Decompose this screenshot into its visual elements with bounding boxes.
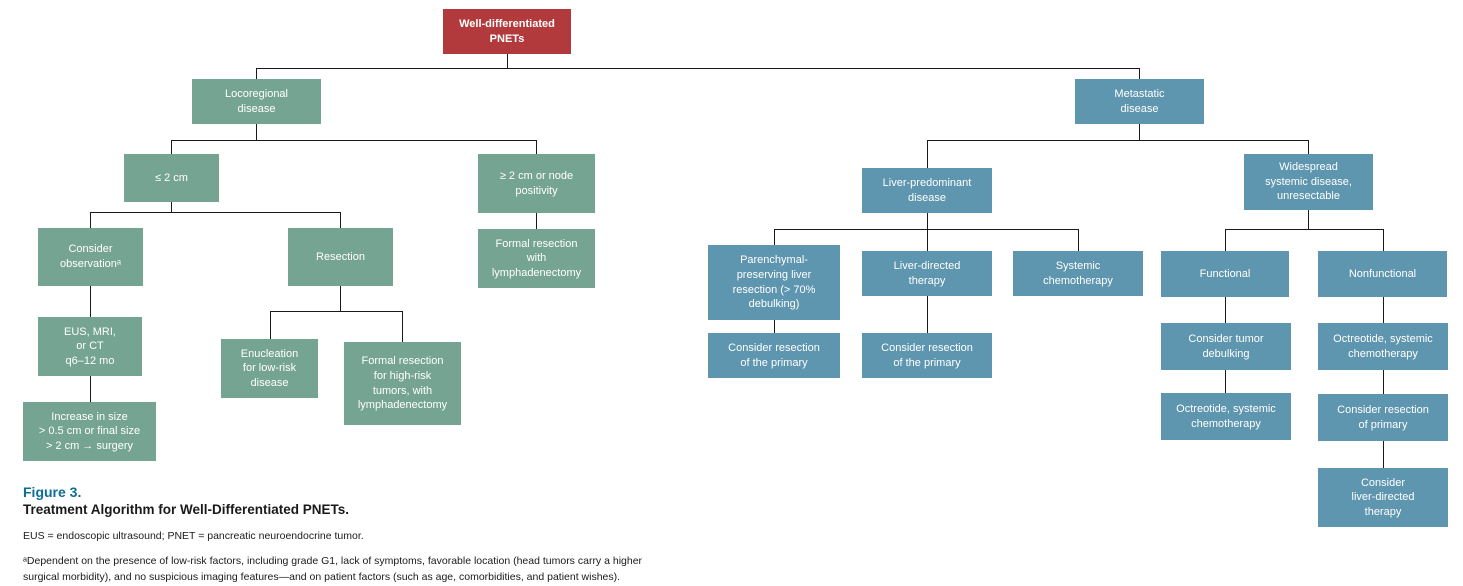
- node-consider-tumor-debulking: Consider tumor debulking: [1161, 323, 1291, 370]
- node-metastatic-disease: Metastatic disease: [1075, 79, 1204, 124]
- connector: [171, 140, 172, 154]
- node-functional: Functional: [1161, 251, 1289, 297]
- connector: [927, 140, 1309, 141]
- connector: [171, 140, 537, 141]
- connector: [90, 376, 91, 402]
- connector: [927, 213, 928, 229]
- connector: [1139, 68, 1140, 79]
- connector: [90, 286, 91, 317]
- connector: [340, 286, 341, 311]
- connector: [1225, 229, 1383, 230]
- connector: [90, 212, 340, 213]
- connector: [171, 202, 172, 212]
- figure-abbreviations: EUS = endoscopic ultrasound; PNET = panc…: [23, 530, 364, 542]
- connector: [1225, 297, 1226, 323]
- connector: [1078, 229, 1079, 251]
- connector: [1225, 229, 1226, 251]
- connector: [402, 311, 403, 342]
- node-enucleation-low-risk: Enucleation for low-risk disease: [221, 339, 318, 398]
- node-locoregional-disease: Locoregional disease: [192, 79, 321, 124]
- connector: [90, 212, 91, 228]
- figure-footnote: ᵃDependent on the presence of low-risk f…: [23, 555, 643, 584]
- node-eus-mri-ct-surveillance: EUS, MRI, or CT q6–12 mo: [38, 317, 142, 376]
- node-consider-liver-directed-therapy: Consider liver-directed therapy: [1318, 468, 1448, 527]
- node-systemic-chemotherapy: Systemic chemotherapy: [1013, 251, 1143, 296]
- connector: [1383, 370, 1384, 394]
- connector: [340, 212, 341, 228]
- node-nonfunctional: Nonfunctional: [1318, 251, 1447, 297]
- node-octreotide-systemic-chemo-functional: Octreotide, systemic chemotherapy: [1161, 393, 1291, 440]
- node-le-2cm: ≤ 2 cm: [124, 154, 219, 202]
- node-consider-resection-of-primary: Consider resection of primary: [1318, 394, 1448, 441]
- node-consider-observation: Consider observationᵃ: [38, 228, 143, 286]
- connector: [1308, 140, 1309, 154]
- connector: [507, 54, 508, 68]
- figure-label: Figure 3.: [23, 484, 82, 500]
- node-octreotide-systemic-chemo-nonfunctional: Octreotide, systemic chemotherapy: [1318, 323, 1448, 370]
- figure-title: Treatment Algorithm for Well-Differentia…: [23, 502, 350, 517]
- connector: [536, 213, 537, 229]
- node-well-differentiated-pnets: Well-differentiated PNETs: [443, 9, 571, 54]
- connector: [256, 68, 257, 79]
- figure-caption: Figure 3. Treatment Algorithm for Well-D…: [23, 484, 671, 586]
- connector: [1225, 370, 1226, 393]
- node-ge-2cm-or-node-positivity: ≥ 2 cm or node positivity: [478, 154, 595, 213]
- connector: [927, 296, 928, 333]
- node-consider-resection-of-the-primary-1: Consider resection of the primary: [708, 333, 840, 378]
- connector: [256, 68, 1140, 69]
- connector: [1383, 229, 1384, 251]
- connector: [927, 140, 928, 168]
- node-liver-predominant-disease: Liver-predominant disease: [862, 168, 992, 213]
- node-formal-resection-high-risk: Formal resection for high-risk tumors, w…: [344, 342, 461, 425]
- node-formal-resection-with-lymphadenectomy: Formal resection with lymphadenectomy: [478, 229, 595, 288]
- node-resection: Resection: [288, 228, 393, 286]
- connector: [1383, 441, 1384, 468]
- connector: [1383, 297, 1384, 323]
- node-consider-resection-of-the-primary-2: Consider resection of the primary: [862, 333, 992, 378]
- connector: [774, 229, 775, 245]
- node-parenchymal-preserving-resection: Parenchymal- preserving liver resection …: [708, 245, 840, 320]
- connector: [774, 229, 1078, 230]
- node-liver-directed-therapy: Liver-directed therapy: [862, 251, 992, 296]
- connector: [256, 124, 257, 140]
- node-widespread-systemic-disease: Widespread systemic disease, unresectabl…: [1244, 154, 1373, 210]
- connector: [270, 311, 402, 312]
- connector: [774, 320, 775, 333]
- connector: [927, 229, 928, 251]
- node-increase-in-size-surgery: Increase in size > 0.5 cm or final size …: [23, 402, 156, 461]
- connector: [536, 140, 537, 154]
- connector: [1308, 210, 1309, 229]
- connector: [1139, 124, 1140, 140]
- connector: [270, 311, 271, 339]
